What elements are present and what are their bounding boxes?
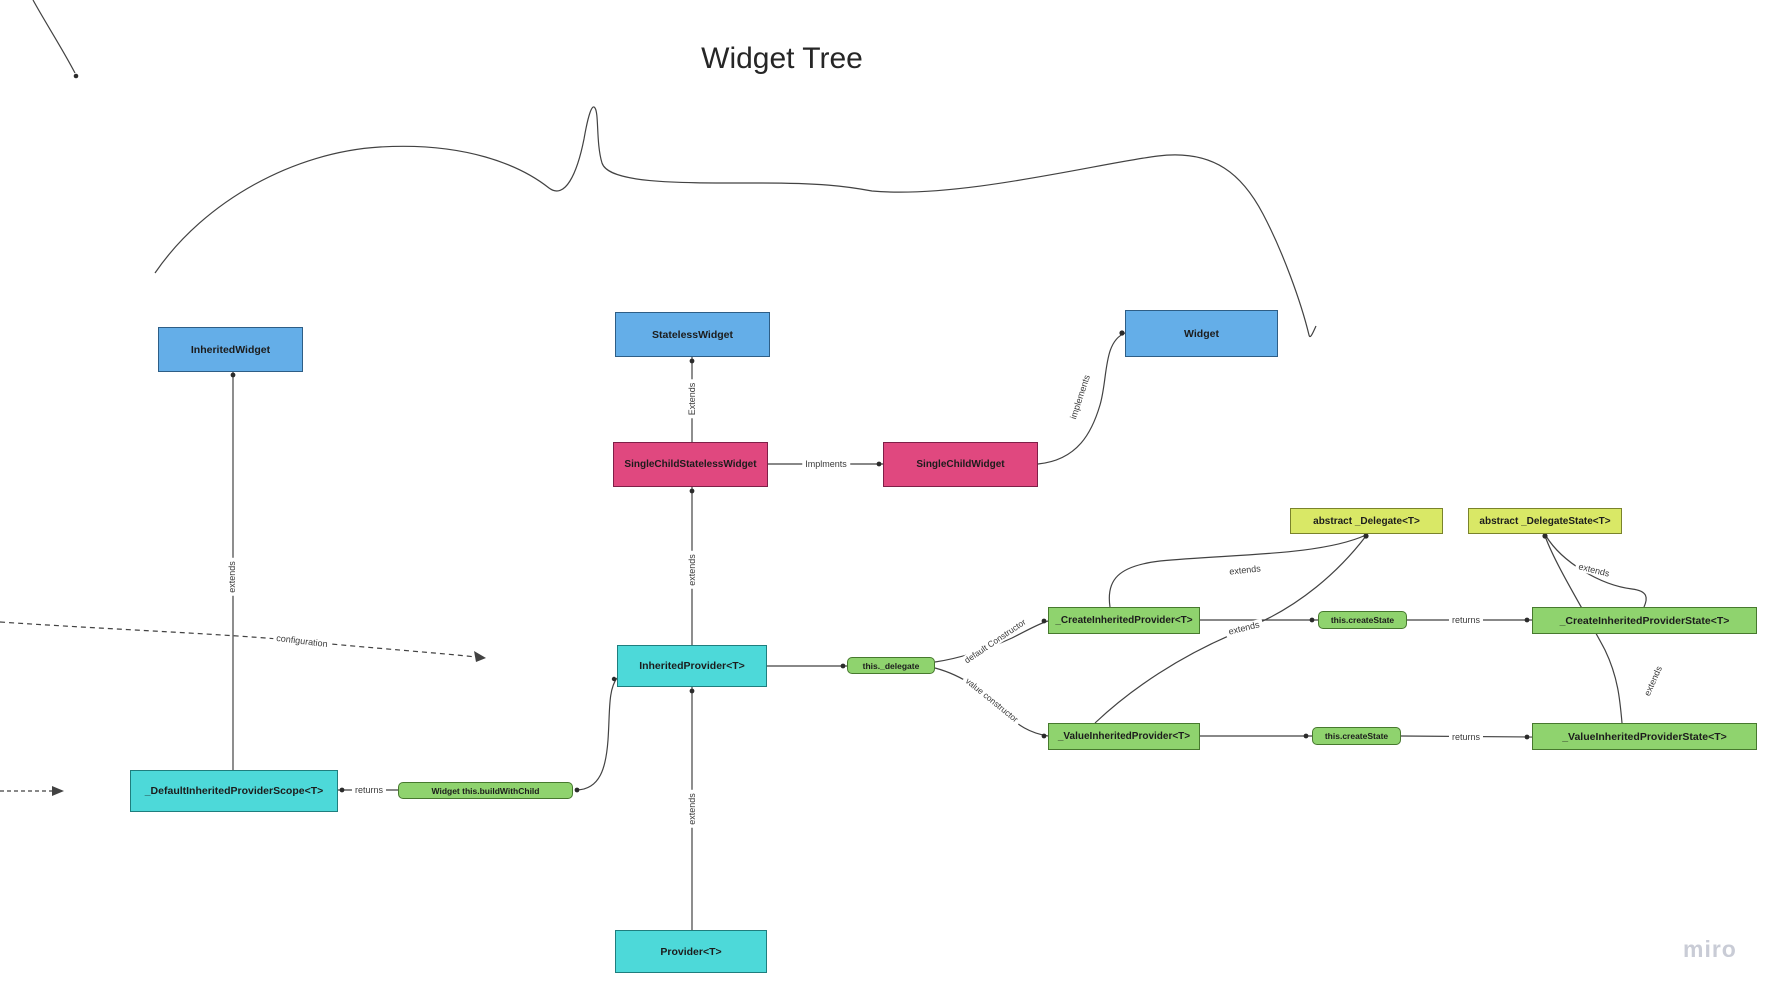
- node-stateless-widget[interactable]: StatelessWidget: [615, 312, 770, 357]
- edge-label-implments[interactable]: Implments: [802, 459, 850, 469]
- connector-scw-widget[interactable]: [1037, 332, 1126, 465]
- node-default-inherited-provider-scope[interactable]: _DefaultInheritedProviderScope<T>: [130, 770, 338, 812]
- edge-label-extends-stateless[interactable]: Extends: [687, 379, 697, 419]
- miro-watermark: miro: [1683, 936, 1737, 962]
- endpoint-dots: [73, 73, 1548, 793]
- node-single-child-stateless-widget[interactable]: SingleChildStatelessWidget: [613, 442, 768, 487]
- node-create-inherited-provider[interactable]: _CreateInheritedProvider<T>: [1048, 607, 1200, 634]
- node-value-inherited-provider[interactable]: _ValueInheritedProvider<T>: [1048, 723, 1200, 750]
- connector-delegate-createprovider[interactable]: [934, 620, 1049, 663]
- node-widget-build-with-child[interactable]: Widget this.buildWithChild: [398, 782, 573, 799]
- node-value-inherited-provider-state[interactable]: _ValueInheritedProviderState<T>: [1532, 723, 1757, 750]
- node-abstract-delegate-state[interactable]: abstract _DelegateState<T>: [1468, 508, 1622, 534]
- node-inherited-provider[interactable]: InheritedProvider<T>: [617, 645, 767, 687]
- edge-label-extends-provider[interactable]: extends: [687, 790, 697, 828]
- connector-createprovider-abstractdelegate[interactable]: [1108, 534, 1367, 608]
- node-abstract-delegate[interactable]: abstract _Delegate<T>: [1290, 508, 1443, 534]
- node-provider[interactable]: Provider<T>: [615, 930, 767, 973]
- node-this-delegate[interactable]: this._delegate: [847, 657, 935, 674]
- connector-buildwithchild-inheritedprovider[interactable]: [576, 677, 618, 791]
- edge-label-extends-inherited-widget[interactable]: extends: [227, 558, 237, 596]
- edge-label-returns-scope[interactable]: returns: [351, 785, 387, 795]
- arrowheads: [52, 651, 486, 796]
- edge-label-extends-inherited-provider[interactable]: extends: [687, 551, 697, 589]
- edge-label-returns-create[interactable]: returns: [1448, 615, 1484, 625]
- node-create-inherited-provider-state[interactable]: _CreateInheritedProviderState<T>: [1532, 607, 1757, 634]
- connector-createstatebox-abstractdelegatestate[interactable]: [1545, 535, 1647, 608]
- pen-stroke-corner-arc[interactable]: [32, 0, 76, 74]
- page-title[interactable]: Widget Tree: [701, 42, 863, 75]
- node-inherited-widget[interactable]: InheritedWidget: [158, 327, 303, 372]
- dashed-arrow-configuration[interactable]: [0, 621, 477, 658]
- node-create-state-top[interactable]: this.createState: [1318, 611, 1407, 629]
- node-widget[interactable]: Widget: [1125, 310, 1278, 357]
- pen-stroke-brace[interactable]: [154, 106, 1317, 338]
- node-create-state-bottom[interactable]: this.createState: [1312, 727, 1401, 745]
- node-single-child-widget[interactable]: SingleChildWidget: [883, 442, 1038, 487]
- connector-valuestatebox-abstractdelegatestate[interactable]: [1544, 535, 1623, 724]
- edge-label-returns-value[interactable]: returns: [1448, 732, 1484, 742]
